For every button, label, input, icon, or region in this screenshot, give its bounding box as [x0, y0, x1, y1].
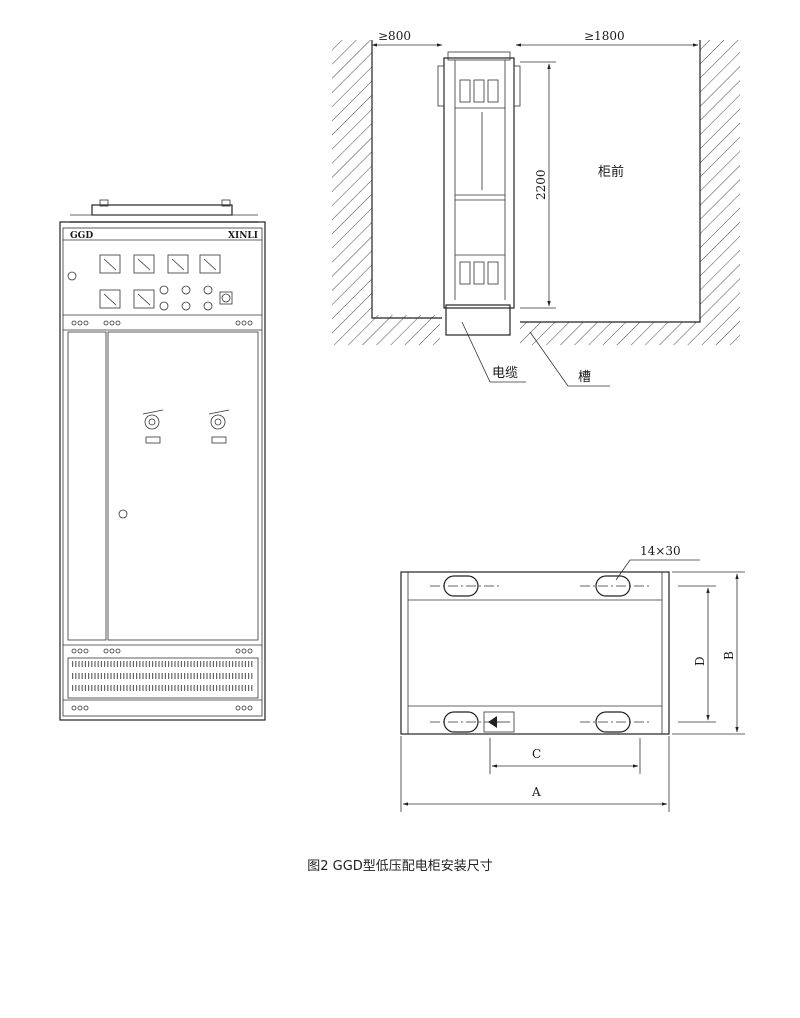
brand-right: XINLI [228, 231, 258, 241]
label-slot-size: 14×30 [640, 544, 681, 558]
dim-c: C [532, 747, 541, 761]
cabinet-front-view: GGD XINLI [59, 199, 266, 721]
dim-side-clearance: ≥800 [378, 29, 411, 43]
terminal-dots-top [71, 320, 253, 326]
dim-height: 2200 [534, 169, 548, 200]
meter-row-bottom [99, 285, 233, 311]
dim-d: D [693, 656, 707, 666]
dim-front-clearance: ≥1800 [584, 29, 625, 43]
switch-right [208, 409, 230, 444]
mounting-slots [430, 575, 650, 733]
base-plan: 14×30 D B C A [400, 544, 745, 812]
figure-caption: 图2 GGD型低压配电柜安装尺寸 [307, 859, 493, 874]
dim-a: A [531, 785, 541, 799]
installation-plan: ≥800 ≥1800 2200 柜前 电缆 槽 [332, 29, 740, 387]
label-cable: 电缆 [492, 365, 518, 381]
brand-left: GGD [70, 231, 93, 241]
meter-row-top [99, 254, 221, 274]
vent-slots [72, 661, 254, 691]
label-trench: 槽 [578, 370, 591, 385]
label-cabinet-front: 柜前 [598, 164, 624, 180]
switch-left [142, 409, 164, 444]
front-direction-arrow-icon [483, 711, 515, 733]
dim-b: B [722, 651, 736, 660]
